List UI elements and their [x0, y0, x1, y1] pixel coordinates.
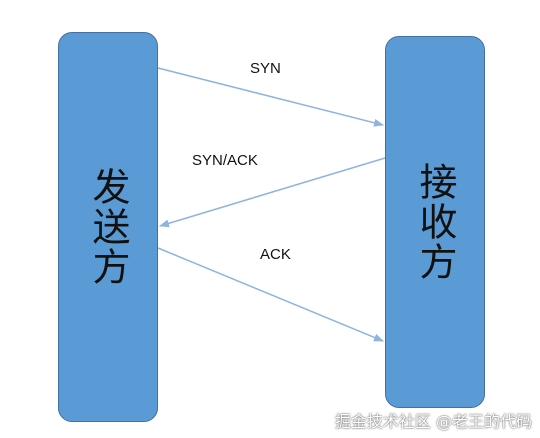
synack-arrow — [159, 157, 386, 228]
receiver-box: 接收方 — [385, 36, 485, 408]
ack-label: ACK — [260, 246, 291, 263]
synack-label: SYN/ACK — [192, 152, 258, 169]
receiver-label: 接收方 — [413, 162, 457, 282]
watermark-text: 掘金技术社区 @老王的代码 — [334, 412, 532, 431]
sender-label: 发送方 — [86, 167, 130, 287]
syn-arrow — [157, 67, 384, 127]
sender-box: 发送方 — [58, 32, 158, 422]
ack-arrow — [157, 247, 384, 342]
syn-label: SYN — [250, 60, 281, 77]
